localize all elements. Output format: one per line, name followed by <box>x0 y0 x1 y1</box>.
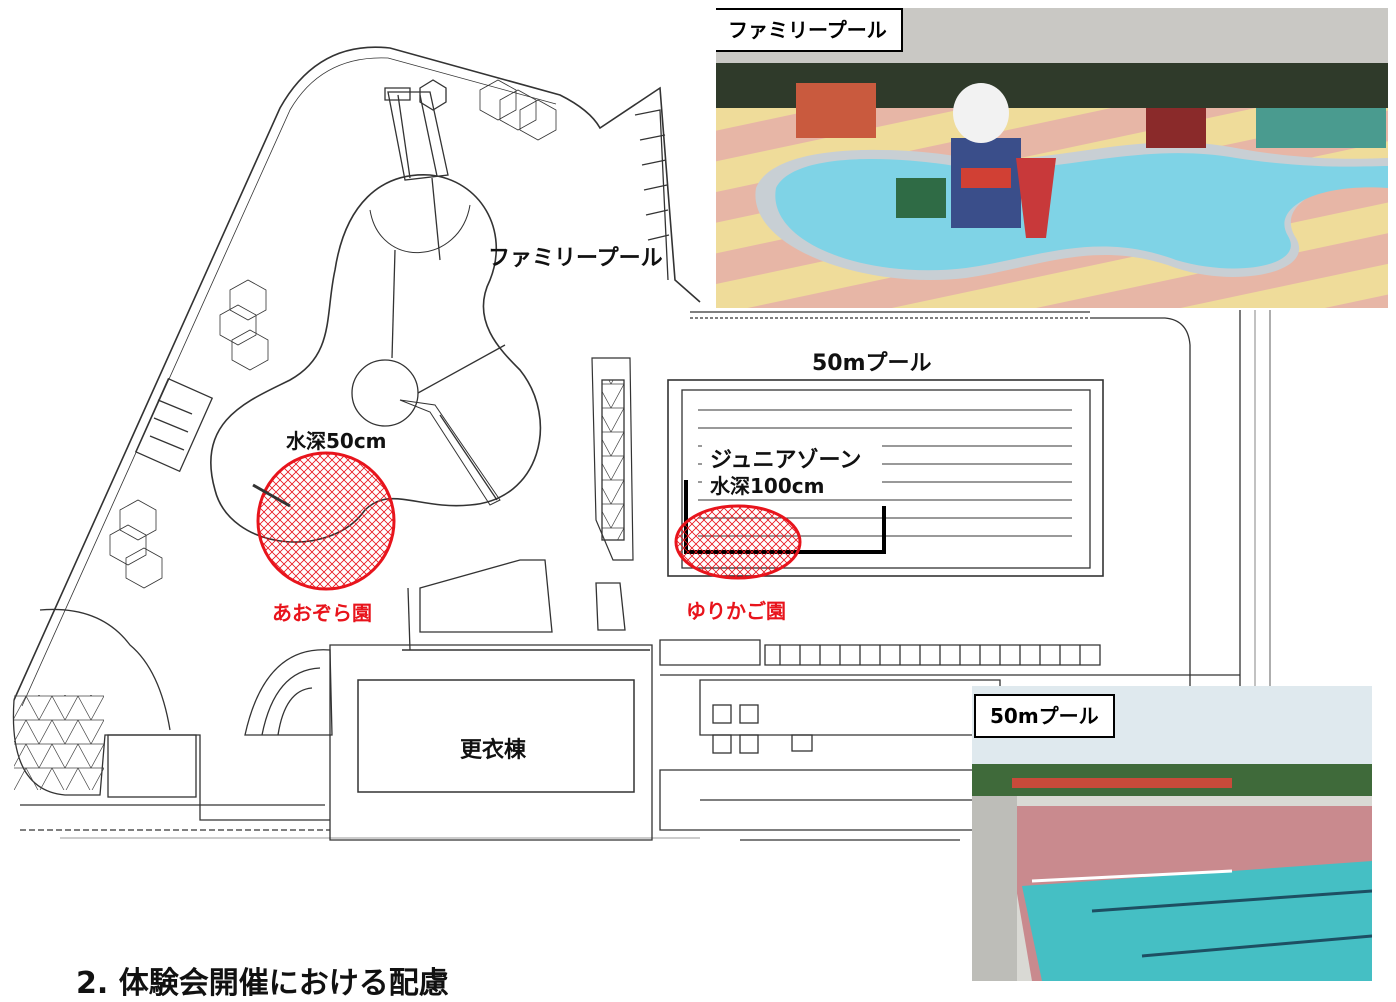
family-pool-photo: ファミリープール <box>716 8 1388 308</box>
family-pool-photo-caption: ファミリープール <box>716 8 903 52</box>
pool-50m-photo: 50mプール <box>972 686 1372 981</box>
aozora-label: あおぞら園 <box>272 601 372 625</box>
site-plan-drawing <box>12 46 1271 841</box>
depth-100-label: 水深100cm <box>710 474 825 498</box>
section-heading: 2. 体験会開催における配慮 <box>76 966 449 1001</box>
pool-50m-label: 50mプール <box>812 351 932 376</box>
junior-zone-label: ジュニアゾーン <box>710 448 862 473</box>
yurikago-zone-ellipse <box>674 504 802 580</box>
junior-zone-label-box: ジュニアゾーン 水深100cm <box>702 440 882 498</box>
depth-50-label: 水深50cm <box>286 429 387 453</box>
family-pool-label: ファミリープール <box>488 246 663 271</box>
pool-50m-photo-image <box>972 686 1372 981</box>
pool-50m-photo-caption: 50mプール <box>974 694 1115 738</box>
aozora-zone-circle <box>256 451 396 591</box>
yurikago-label: ゆりかご園 <box>686 599 786 623</box>
family-pool-photo-image <box>716 8 1388 308</box>
changing-building-label: 更衣棟 <box>460 738 527 763</box>
